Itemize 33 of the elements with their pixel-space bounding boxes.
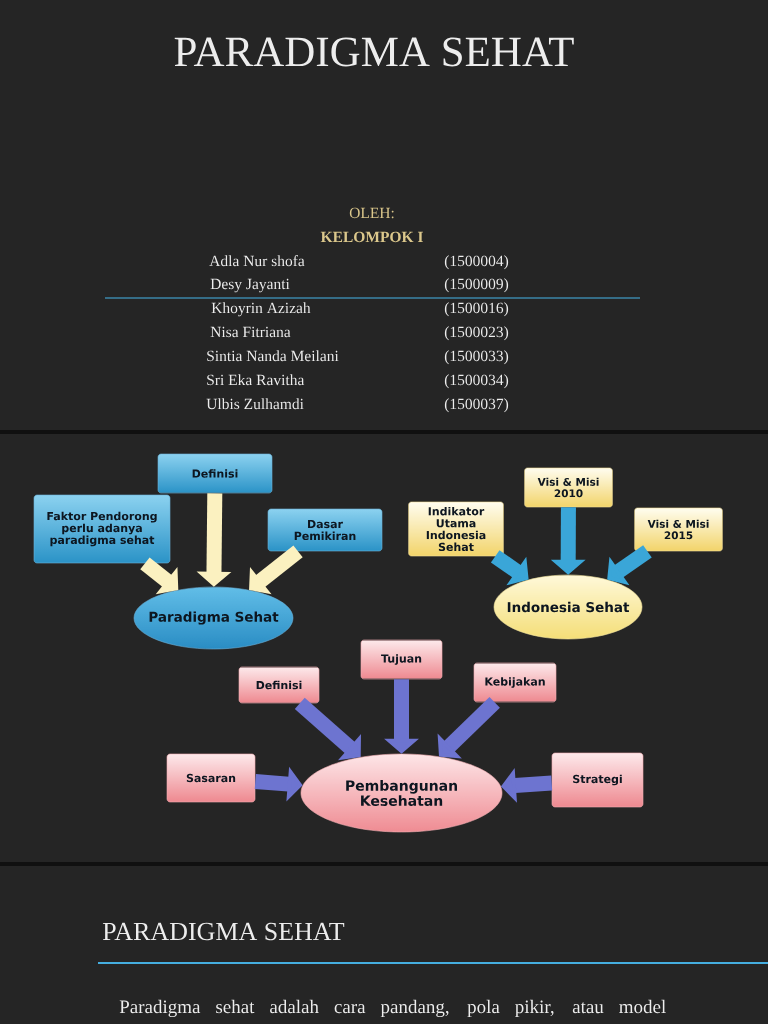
block-arrow xyxy=(249,545,303,595)
body-text: Paradigma sehat adalah cara pandang, pola pikir, atau model xyxy=(119,999,666,1018)
student-number: (1500004) xyxy=(444,255,509,270)
concept-box: Faktor Pendorong perlu adanya paradigma sehat xyxy=(33,494,171,564)
concept-box: Indikator Utama Indonesia Sehat xyxy=(408,501,504,557)
member-name: Desy Jayanti xyxy=(210,278,290,293)
student-number: (1500016) xyxy=(444,302,509,317)
concept-box: Dasar Pemikiran xyxy=(267,508,383,552)
group-label: KELOMPOK I xyxy=(320,231,423,243)
member-name: Sintia Nanda Meilani xyxy=(207,350,339,362)
student-number: (1500009) xyxy=(444,278,509,293)
member-name: Sri Eka Ravitha xyxy=(207,374,305,386)
concept-box: Visi & Misi 2010 xyxy=(524,467,613,508)
member-name: Ulbis Zulhamdi xyxy=(206,398,304,410)
slide-title: PARADIGMA SEHAT xyxy=(174,37,574,67)
byline: OLEH: xyxy=(349,207,394,219)
slide-heading: PARADIGMA SEHAT xyxy=(102,922,345,941)
concept-box: Visi & Misi 2015 xyxy=(634,507,723,552)
member-name: Adla Nur shofa xyxy=(209,255,305,267)
student-number: (1500023) xyxy=(444,326,509,341)
student-number: (1500037) xyxy=(444,398,509,413)
student-number: (1500034) xyxy=(444,374,509,389)
concept-box: Sasaran xyxy=(166,753,256,803)
concept-box: Kebijakan xyxy=(473,662,557,703)
member-name: Nisa Fitriana xyxy=(210,326,291,338)
concept-box: Tujuan xyxy=(360,639,443,680)
member-name: Khoyrin Azizah xyxy=(211,302,311,317)
block-arrow xyxy=(437,696,500,759)
block-arrow xyxy=(607,545,652,586)
concept-box: Definisi xyxy=(157,453,273,494)
concept-box: Definisi xyxy=(238,666,320,704)
student-number: (1500033) xyxy=(444,350,509,365)
concept-box: Strategi xyxy=(551,752,644,808)
